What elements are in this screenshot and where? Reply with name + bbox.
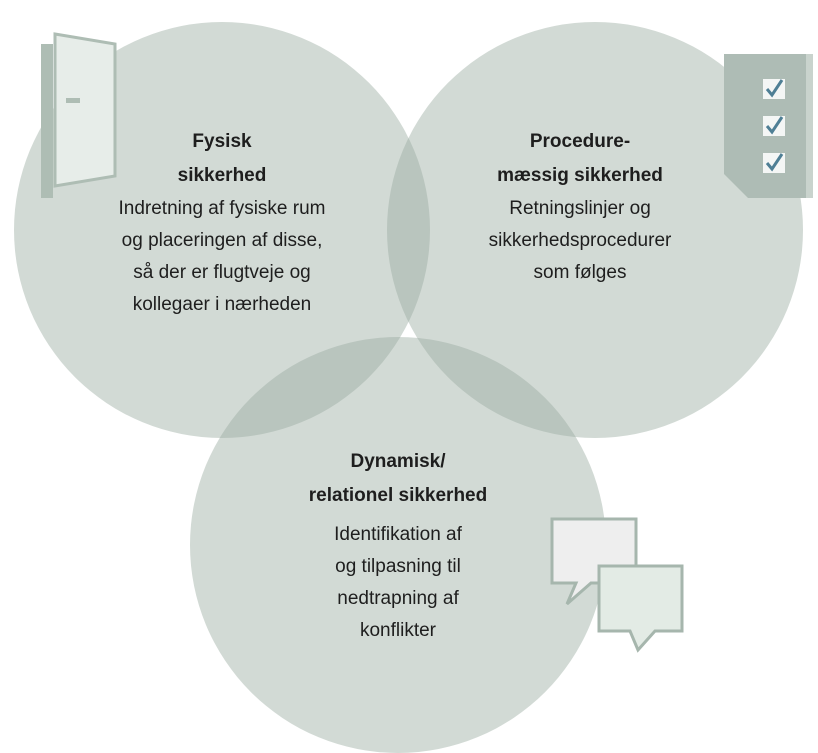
- circle-dynamic: [190, 337, 606, 753]
- label-procedural-body-2: sikkerhedsprocedurer: [488, 230, 672, 251]
- label-physical-body-2: og placeringen af disse,: [121, 230, 323, 251]
- label-procedural-title-1: Procedure-: [529, 131, 631, 152]
- label-dynamic: Dynamisk/ relationel sikkerhed Identifik…: [260, 445, 536, 647]
- label-dynamic-body-4: konflikter: [359, 620, 437, 641]
- label-procedural: Procedure- mæssig sikkerhed Retningslinj…: [430, 125, 730, 289]
- checkbox-icon: [763, 153, 785, 173]
- checkbox-icon: [763, 116, 785, 136]
- circle-procedural: [387, 22, 803, 438]
- label-dynamic-title-1: Dynamisk/: [350, 451, 446, 472]
- label-physical-body-3: så der er flugtveje og: [133, 262, 311, 283]
- label-dynamic-body-1: Identifikation af: [334, 524, 462, 545]
- label-physical-body-4: kollegaer i nærheden: [132, 294, 312, 315]
- label-dynamic-body-2: og tilpasning til: [335, 556, 461, 577]
- label-procedural-body-3: som følges: [533, 262, 627, 283]
- label-physical-title-1: Fysisk: [192, 131, 252, 152]
- label-procedural-body-1: Retningslinjer og: [509, 198, 651, 219]
- label-dynamic-body-3: nedtrapning af: [337, 588, 459, 609]
- speech-bubbles-icon: [550, 517, 684, 653]
- label-physical-body-1: Indretning af fysiske rum: [118, 198, 326, 219]
- label-physical-title-2: sikkerhed: [177, 165, 267, 186]
- door-icon: [41, 32, 117, 198]
- circle-physical: [14, 22, 430, 438]
- checklist-icon: [724, 54, 813, 198]
- label-dynamic-title-2: relationel sikkerhed: [308, 485, 488, 506]
- label-physical: Fysisk sikkerhed Indretning af fysiske r…: [62, 125, 382, 321]
- checkbox-icon: [763, 79, 785, 99]
- label-procedural-title-2: mæssig sikkerhed: [497, 165, 663, 186]
